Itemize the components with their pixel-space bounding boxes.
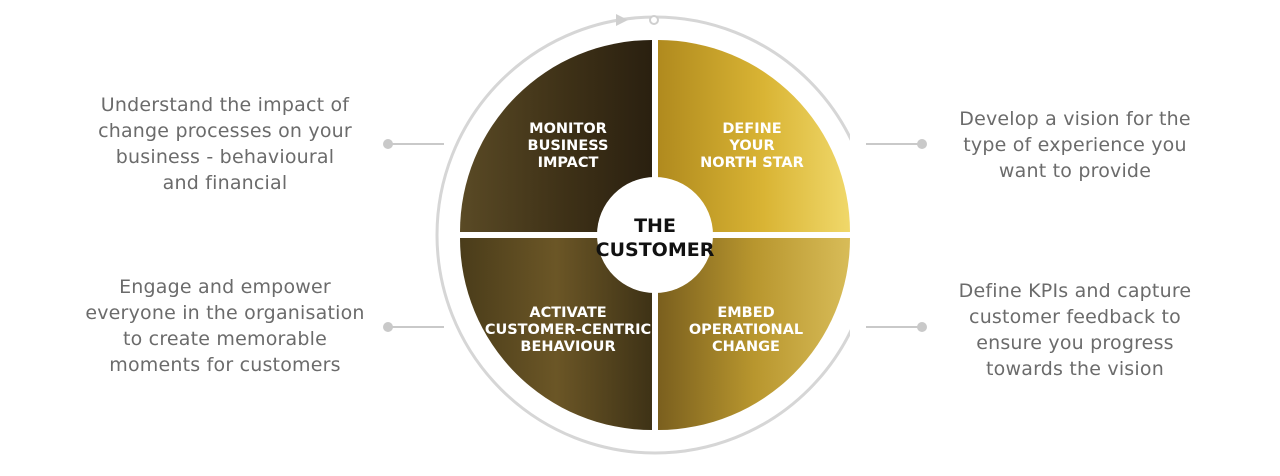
connector-line-top-right xyxy=(866,139,927,149)
description-line: Develop a vision for the xyxy=(959,108,1191,130)
quadrant-embed-operational-change xyxy=(658,238,850,430)
description-line: everyone in the organisation xyxy=(85,302,365,324)
connector-line-top-left xyxy=(383,139,444,149)
connector-dot xyxy=(917,322,927,332)
description-line: change processes on your xyxy=(98,120,352,142)
quadrant-label-line: DEFINE xyxy=(722,121,781,137)
quadrant-label-line: OPERATIONAL xyxy=(689,322,803,338)
connector-line-bottom-left xyxy=(383,322,444,332)
description-define-north-star: Develop a vision for the type of experie… xyxy=(910,106,1240,184)
description-line: to create memorable xyxy=(122,328,328,350)
description-line: Understand the impact of xyxy=(100,94,350,116)
quadrant-label-line: CUSTOMER-CENTRIC xyxy=(485,322,651,338)
quadrant-monitor-business-impact xyxy=(460,40,652,232)
quadrant-label-line: BEHAVIOUR xyxy=(520,339,615,355)
cycle-arrow-icon xyxy=(616,14,628,26)
description-line: Engage and empower xyxy=(119,276,331,298)
connector-dot xyxy=(383,139,393,149)
quadrant-label-line: MONITOR xyxy=(529,121,607,137)
center-label-line2: CUSTOMER xyxy=(596,239,715,261)
connector-dot xyxy=(383,322,393,332)
description-line: moments for customers xyxy=(109,354,341,376)
connector-dot xyxy=(917,139,927,149)
description-embed-operational-change: Define KPIs and capture customer feedbac… xyxy=(910,278,1240,382)
description-line: want to provide xyxy=(998,160,1152,182)
description-line: type of experience you xyxy=(963,134,1187,156)
description-line: Define KPIs and capture xyxy=(958,280,1192,302)
quadrant-label-line: CHANGE xyxy=(712,339,780,355)
quadrant-label-line: BUSINESS xyxy=(528,138,609,154)
description-line: customer feedback to xyxy=(969,306,1181,328)
description-line: ensure you progress xyxy=(976,332,1174,354)
description-line: and financial xyxy=(162,172,288,194)
connector-line-bottom-right xyxy=(866,322,927,332)
cycle-start-dot xyxy=(649,15,659,25)
quadrant-label-line: IMPACT xyxy=(538,155,599,171)
customer-wheel-diagram: THE CUSTOMER MONITOR BUSINESS IMPACT DEF… xyxy=(435,14,850,455)
center-circle xyxy=(597,177,713,293)
description-line: towards the vision xyxy=(986,358,1164,380)
quadrant-define-north-star xyxy=(658,40,850,232)
quadrant-activate-behaviour xyxy=(460,238,652,430)
description-monitor-business-impact: Understand the impact of change processe… xyxy=(60,92,390,196)
quadrant-label-line: NORTH STAR xyxy=(700,155,804,171)
quadrant-label-line: ACTIVATE xyxy=(529,305,606,321)
quadrant-label-line: YOUR xyxy=(728,138,774,154)
quadrant-label-line: EMBED xyxy=(717,305,774,321)
description-activate-behaviour: Engage and empower everyone in the organ… xyxy=(60,274,390,378)
center-label-line1: THE xyxy=(634,215,676,237)
description-line: business - behavioural xyxy=(115,146,335,168)
